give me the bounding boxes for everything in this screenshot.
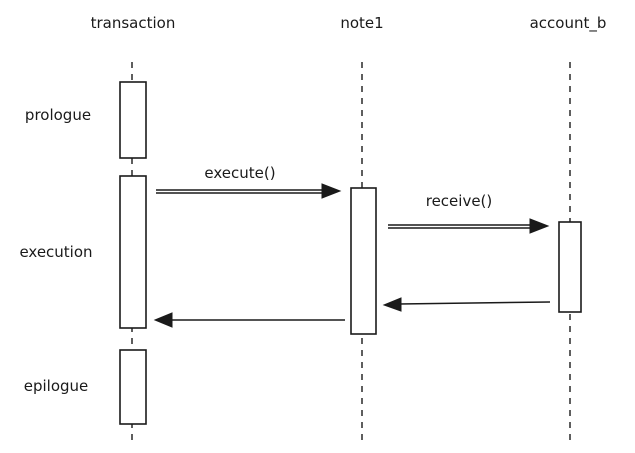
activation-account-b [558, 221, 582, 313]
activation-prologue [119, 81, 147, 159]
activation-note1 [350, 187, 377, 335]
arrow-return-account-b-line [398, 301, 551, 305]
arrow-receive-head [529, 218, 550, 234]
phase-epilogue-label: epilogue [24, 377, 89, 395]
participant-note1-label: note1 [340, 14, 383, 32]
activation-epilogue [119, 349, 147, 425]
message-execute-label: execute() [204, 164, 275, 182]
arrow-return-account-b-head [382, 297, 402, 312]
phase-execution-label: execution [19, 243, 92, 261]
activation-execution [119, 175, 147, 329]
arrow-return-note1-head [153, 312, 173, 328]
message-receive-label: receive() [426, 192, 493, 210]
arrow-execute-head [321, 183, 342, 199]
phase-prologue-label: prologue [25, 106, 91, 124]
participant-account-b-label: account_b [530, 14, 607, 33]
participant-transaction-label: transaction [91, 14, 176, 32]
